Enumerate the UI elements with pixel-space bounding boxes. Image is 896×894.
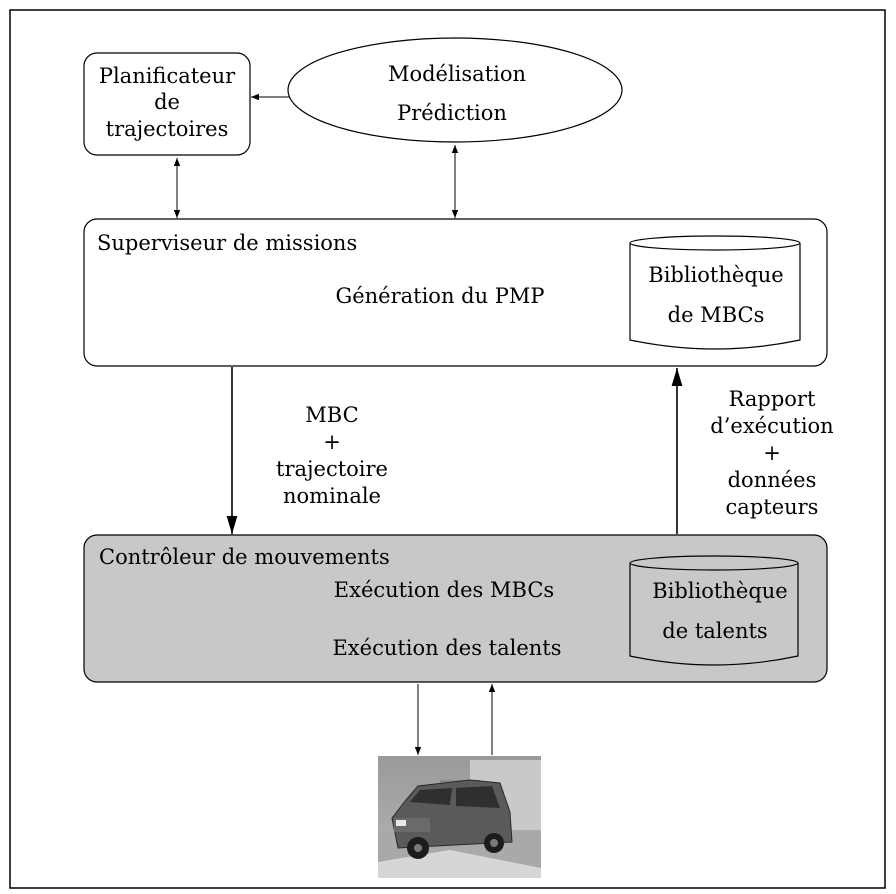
svg-text:d’exécution: d’exécution <box>710 414 833 438</box>
svg-text:+: + <box>763 441 781 465</box>
talents-library-line1: Bibliothèque <box>652 579 787 603</box>
modeling-line1: Modélisation <box>388 62 526 86</box>
svg-text:nominale: nominale <box>283 484 381 508</box>
outer-frame <box>9 9 886 889</box>
controller-center2: Exécution des talents <box>332 636 561 660</box>
modeling-ellipse: Modélisation Prédiction <box>287 37 623 143</box>
mbc-library-line2: de MBCs <box>668 303 765 327</box>
supervisor-title: Superviseur de missions <box>97 231 357 255</box>
svg-text:capteurs: capteurs <box>726 495 819 519</box>
supervisor-center: Génération du PMP <box>335 284 544 308</box>
controller-box: Contrôleur de mouvements Exécution des M… <box>83 534 828 683</box>
mbc-library-cylinder: Bibliothèque de MBCs <box>629 235 801 350</box>
controller-center1: Exécution des MBCs <box>334 578 554 602</box>
mbc-library-line1: Bibliothèque <box>648 263 783 287</box>
planner-line3: trajectoires <box>106 117 229 141</box>
planner-box: Planificateur de trajectoires <box>83 52 251 156</box>
svg-text:Rapport: Rapport <box>729 387 816 411</box>
talents-library-cylinder: Bibliothèque de talents <box>629 555 799 666</box>
planner-line1: Planificateur <box>99 64 236 88</box>
planner-line2: de <box>154 90 180 114</box>
controller-title: Contrôleur de mouvements <box>99 545 390 569</box>
supervisor-box: Superviseur de missions Génération du PM… <box>83 218 828 367</box>
modeling-line2: Prédiction <box>397 101 507 125</box>
up-arrow-label: Rapport d’exécution + données capteurs <box>710 387 833 519</box>
svg-text:trajectoire: trajectoire <box>276 457 388 481</box>
svg-text:MBC: MBC <box>305 403 358 427</box>
car-photo-icon <box>378 756 541 878</box>
svg-text:+: + <box>323 430 341 454</box>
down-arrow-label: MBC + trajectoire nominale <box>276 403 388 508</box>
svg-text:données: données <box>728 468 817 492</box>
talents-library-line2: de talents <box>662 619 767 643</box>
